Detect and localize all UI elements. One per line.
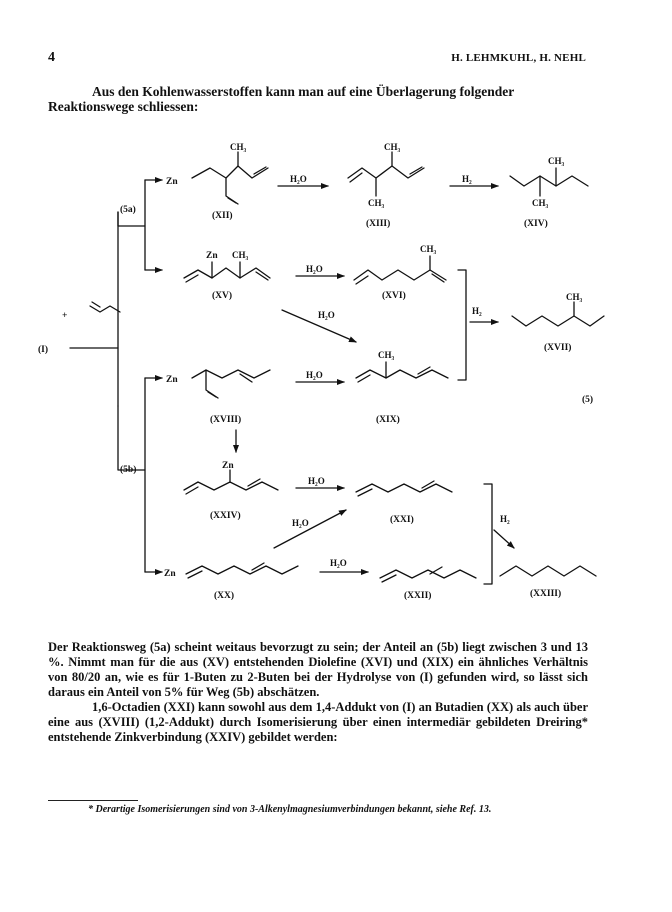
paragraph-2: 1,6-Octadien (XXI) kann sowohl aus dem 1…	[48, 700, 588, 744]
structure-XXIII	[499, 565, 597, 577]
methyl-XIII-top: CH₃	[384, 142, 401, 152]
running-title: H. LEHMKUHL, H. NEHL	[451, 52, 586, 64]
methyl-XVII: CH₃	[566, 292, 583, 302]
methyl-XIII-bottom: CH₃	[368, 198, 385, 208]
reagent-water-6: H₂O	[292, 518, 309, 528]
structure-XX	[185, 565, 299, 575]
zn-group-XXIV: Zn	[222, 461, 234, 471]
structure-XIX	[355, 369, 449, 379]
reagent-water-4: H₂O	[306, 370, 323, 380]
label-XXIII: (XXIII)	[530, 588, 561, 599]
label-XIV: (XIV)	[524, 218, 548, 229]
label-XIX: (XIX)	[376, 414, 400, 425]
reagent-water-2: H₂O	[306, 264, 323, 274]
bracket-XXI-XXII	[483, 483, 493, 585]
label-XII: (XII)	[212, 210, 233, 221]
plus-sign: +	[62, 311, 67, 321]
butadiene-structure	[89, 305, 121, 313]
arrow-XX-XXI	[273, 509, 347, 549]
intro-paragraph: Aus den Kohlenwasserstoffen kann man auf…	[48, 84, 588, 114]
zn-group-XVIII: Zn	[166, 375, 178, 385]
structure-XVII	[511, 315, 605, 327]
footnote-rule	[48, 800, 138, 801]
label-XXI: (XXI)	[390, 514, 414, 525]
route-5a-label: (5a)	[120, 204, 136, 215]
reagent-water-3: H₂O	[318, 310, 335, 320]
structure-XVIII	[191, 369, 271, 379]
methyl-XV: CH₃	[232, 250, 249, 260]
label-XV: (XV)	[212, 290, 232, 301]
structure-XII	[191, 165, 269, 179]
structure-XXI	[355, 483, 453, 493]
structure-XXIV	[183, 481, 279, 491]
zn-group-XII: Zn	[166, 177, 178, 187]
structure-XVI	[353, 269, 447, 281]
methyl-XIX: CH₃	[378, 350, 395, 360]
zn-group-XX: Zn	[164, 569, 176, 579]
label-XXIV: (XXIV)	[210, 510, 241, 521]
label-XIII: (XIII)	[366, 218, 390, 229]
label-XVII: (XVII)	[544, 342, 571, 353]
body-text: Der Reaktionsweg (5a) scheint weitaus be…	[48, 640, 588, 745]
reagent-hydrogen-3: H₂	[500, 514, 510, 524]
label-XVIII: (XVIII)	[210, 414, 241, 425]
branch-line-5a	[117, 211, 146, 227]
methyl-XVI: CH₃	[420, 244, 437, 254]
reagent-water-7: H₂O	[330, 558, 347, 568]
label-I: (I)	[38, 344, 48, 355]
bracket-XVI-XIX	[457, 269, 467, 381]
page-number: 4	[48, 50, 55, 65]
structure-XIII	[347, 165, 425, 179]
intro-line-2: Reaktionswege schliessen:	[48, 99, 199, 114]
methyl-XIV-top: CH₃	[548, 156, 565, 166]
structure-XV	[183, 267, 271, 279]
structure-XIV	[509, 175, 589, 187]
arrow-XV-XIX	[281, 309, 357, 343]
reagent-hydrogen-1: H₂	[462, 174, 472, 184]
label-XXII: (XXII)	[404, 590, 431, 601]
intro-line-1: Aus den Kohlenwasserstoffen kann man auf…	[92, 84, 515, 99]
branch-line-5b	[117, 405, 146, 471]
label-XVI: (XVI)	[382, 290, 406, 301]
reagent-water-5: H₂O	[308, 476, 325, 486]
reagent-water-1: H₂O	[290, 174, 307, 184]
reagent-hydrogen-2: H₂	[472, 306, 482, 316]
label-XX: (XX)	[214, 590, 234, 601]
zn-group-XV: Zn	[206, 251, 218, 261]
footnote: * Derartige Isomerisierungen sind von 3-…	[88, 804, 492, 815]
structure-XXII	[379, 569, 477, 579]
methyl-XII: CH₃	[230, 142, 247, 152]
route-5b-label: (5b)	[120, 464, 136, 475]
equation-number: (5)	[582, 394, 593, 405]
methyl-XIV-bottom: CH₃	[532, 198, 549, 208]
paragraph-1: Der Reaktionsweg (5a) scheint weitaus be…	[48, 640, 588, 699]
arrow-to-XXIII	[493, 529, 515, 549]
